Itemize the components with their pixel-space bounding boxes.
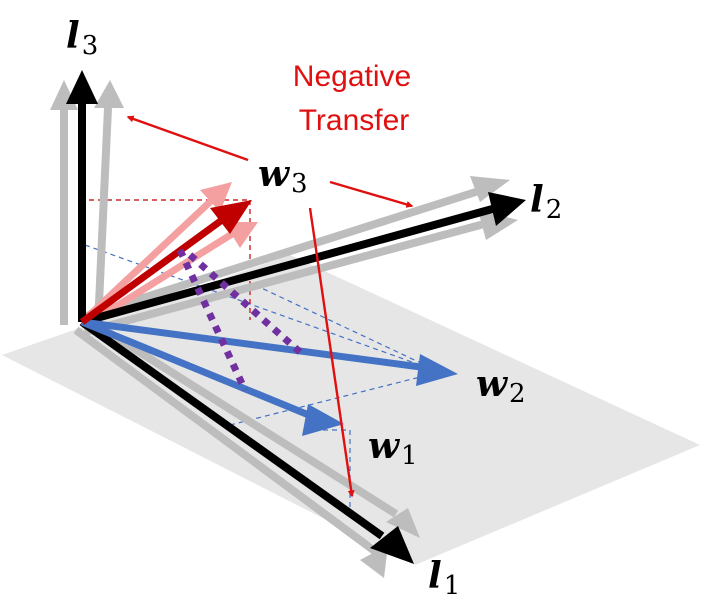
axis-l1-arrow: [79, 318, 414, 564]
projection-lines-red: [80, 199, 251, 320]
axis-l2-label: l2: [530, 179, 562, 225]
vector-w1-label: w1: [368, 425, 418, 471]
vector-w3-label: w3: [258, 153, 308, 199]
projection-dotted-purple: [176, 248, 303, 392]
vector-w1-arrow: [80, 318, 344, 436]
annotation-line2: Transfer: [299, 104, 410, 137]
ghost-axes: [50, 80, 518, 578]
axis-l3-arrow: [66, 70, 98, 322]
axis-l3-label: l3: [66, 15, 98, 61]
vector-w3-arrow: [79, 200, 252, 325]
axis-l1-label: l1: [428, 555, 460, 601]
negative-transfer-arrows: [126, 115, 414, 498]
annotation-line1: Negative: [293, 60, 411, 93]
vector-w2-arrow: [81, 318, 458, 386]
vector-w2-label: w2: [476, 363, 526, 409]
axis-l2-arrow: [80, 192, 526, 326]
